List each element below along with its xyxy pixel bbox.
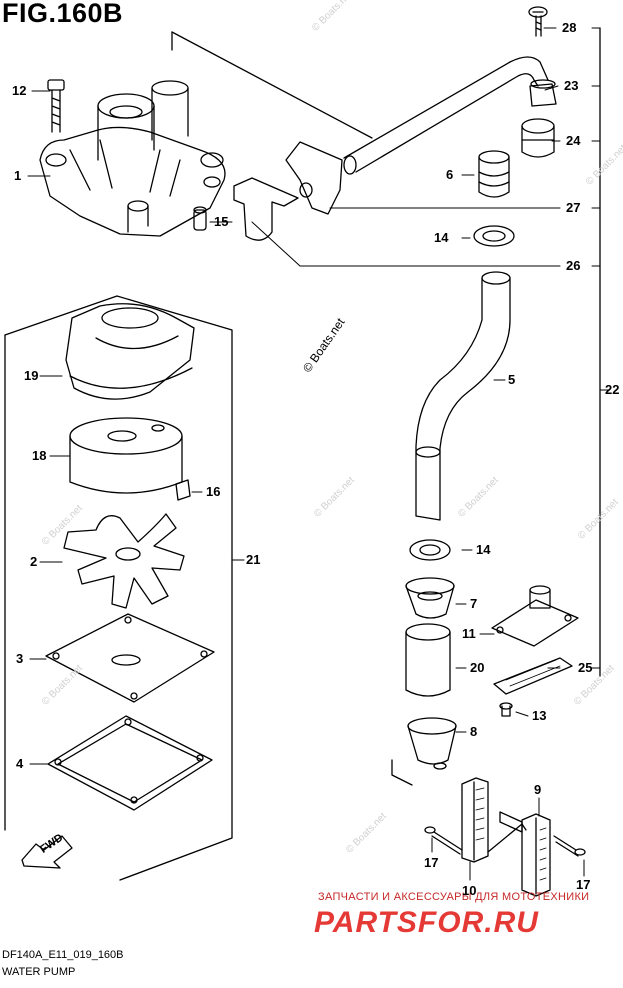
- plate-3-icon: [45, 613, 215, 703]
- callout-19: 19: [24, 368, 39, 383]
- callout-14-bottom: 14: [476, 542, 491, 557]
- key-16-icon: [175, 479, 191, 501]
- grille-25-icon: [493, 657, 573, 695]
- pump-case-1-icon: [39, 80, 226, 237]
- seal-7-icon: [405, 577, 455, 619]
- hose-5-icon: [415, 271, 511, 521]
- callout-23: 23: [564, 78, 579, 93]
- callout-24: 24: [566, 133, 581, 148]
- callout-4: 4: [16, 756, 24, 771]
- group-21-frame: [4, 295, 233, 881]
- water-pipe-icon: [343, 56, 557, 175]
- bolt-13-icon: [499, 702, 513, 717]
- callout-22: 22: [605, 382, 620, 397]
- brand-logo: PARTSFOR.RU: [314, 906, 539, 939]
- bracket-26-icon: [233, 141, 343, 241]
- callout-20: 20: [470, 660, 485, 675]
- grommet-6-icon: [478, 150, 510, 198]
- callout-5: 5: [508, 372, 516, 387]
- callout-2: 2: [30, 554, 38, 569]
- figure-code: DF140A_E11_019_160B: [2, 949, 124, 961]
- ring-14-top-icon: [473, 225, 515, 247]
- brand-tagline: ЗАПЧАСТИ И АКСЕССУАРЫ ДЛЯ МОТОТЕХНИКИ: [318, 891, 590, 903]
- callout-27: 27: [566, 200, 581, 215]
- grommet-24-icon: [521, 118, 555, 158]
- callout-8: 8: [470, 724, 478, 739]
- bolt-28-icon: [528, 6, 548, 37]
- cage-19-icon: [65, 303, 195, 400]
- callout-12: 12: [12, 83, 27, 98]
- fwd-arrow-icon: [21, 835, 73, 869]
- screw-17-right-icon: [553, 835, 586, 857]
- callout-1: 1: [14, 168, 22, 183]
- callout-18: 18: [32, 448, 47, 463]
- bolt-12-icon: [47, 79, 65, 133]
- callout-28: 28: [562, 20, 577, 35]
- callout-3: 3: [16, 651, 24, 666]
- callout-10: 10: [462, 883, 477, 898]
- pin-15-icon: [193, 206, 207, 231]
- plate-11-icon: [491, 585, 579, 647]
- callout-16: 16: [206, 484, 221, 499]
- callout-7: 7: [470, 596, 478, 611]
- callout-17-right: 17: [576, 877, 591, 892]
- ring-14-bottom-icon: [409, 539, 451, 561]
- callout-9: 9: [534, 782, 542, 797]
- impeller-2-icon: [63, 513, 185, 609]
- callout-17-left: 17: [424, 855, 439, 870]
- callout-14-top: 14: [434, 230, 449, 245]
- seal-8-icon: [407, 717, 457, 770]
- screw-17-left-icon: [424, 826, 463, 855]
- callout-26: 26: [566, 258, 581, 273]
- callout-15: 15: [214, 214, 229, 229]
- callout-21: 21: [246, 552, 261, 567]
- callout-25: 25: [578, 660, 593, 675]
- group-22-frame: [171, 27, 601, 786]
- impeller-housing-18-icon: [69, 417, 183, 494]
- bracket-9-icon: [499, 811, 551, 897]
- tube-20-icon: [405, 623, 451, 697]
- callout-6: 6: [446, 167, 454, 182]
- callout-11: 11: [462, 626, 476, 641]
- callout-13: 13: [532, 708, 547, 723]
- figure-caption: WATER PUMP: [2, 966, 76, 978]
- gasket-4-icon: [47, 715, 213, 811]
- figure-title: FIG.160B: [2, 0, 124, 28]
